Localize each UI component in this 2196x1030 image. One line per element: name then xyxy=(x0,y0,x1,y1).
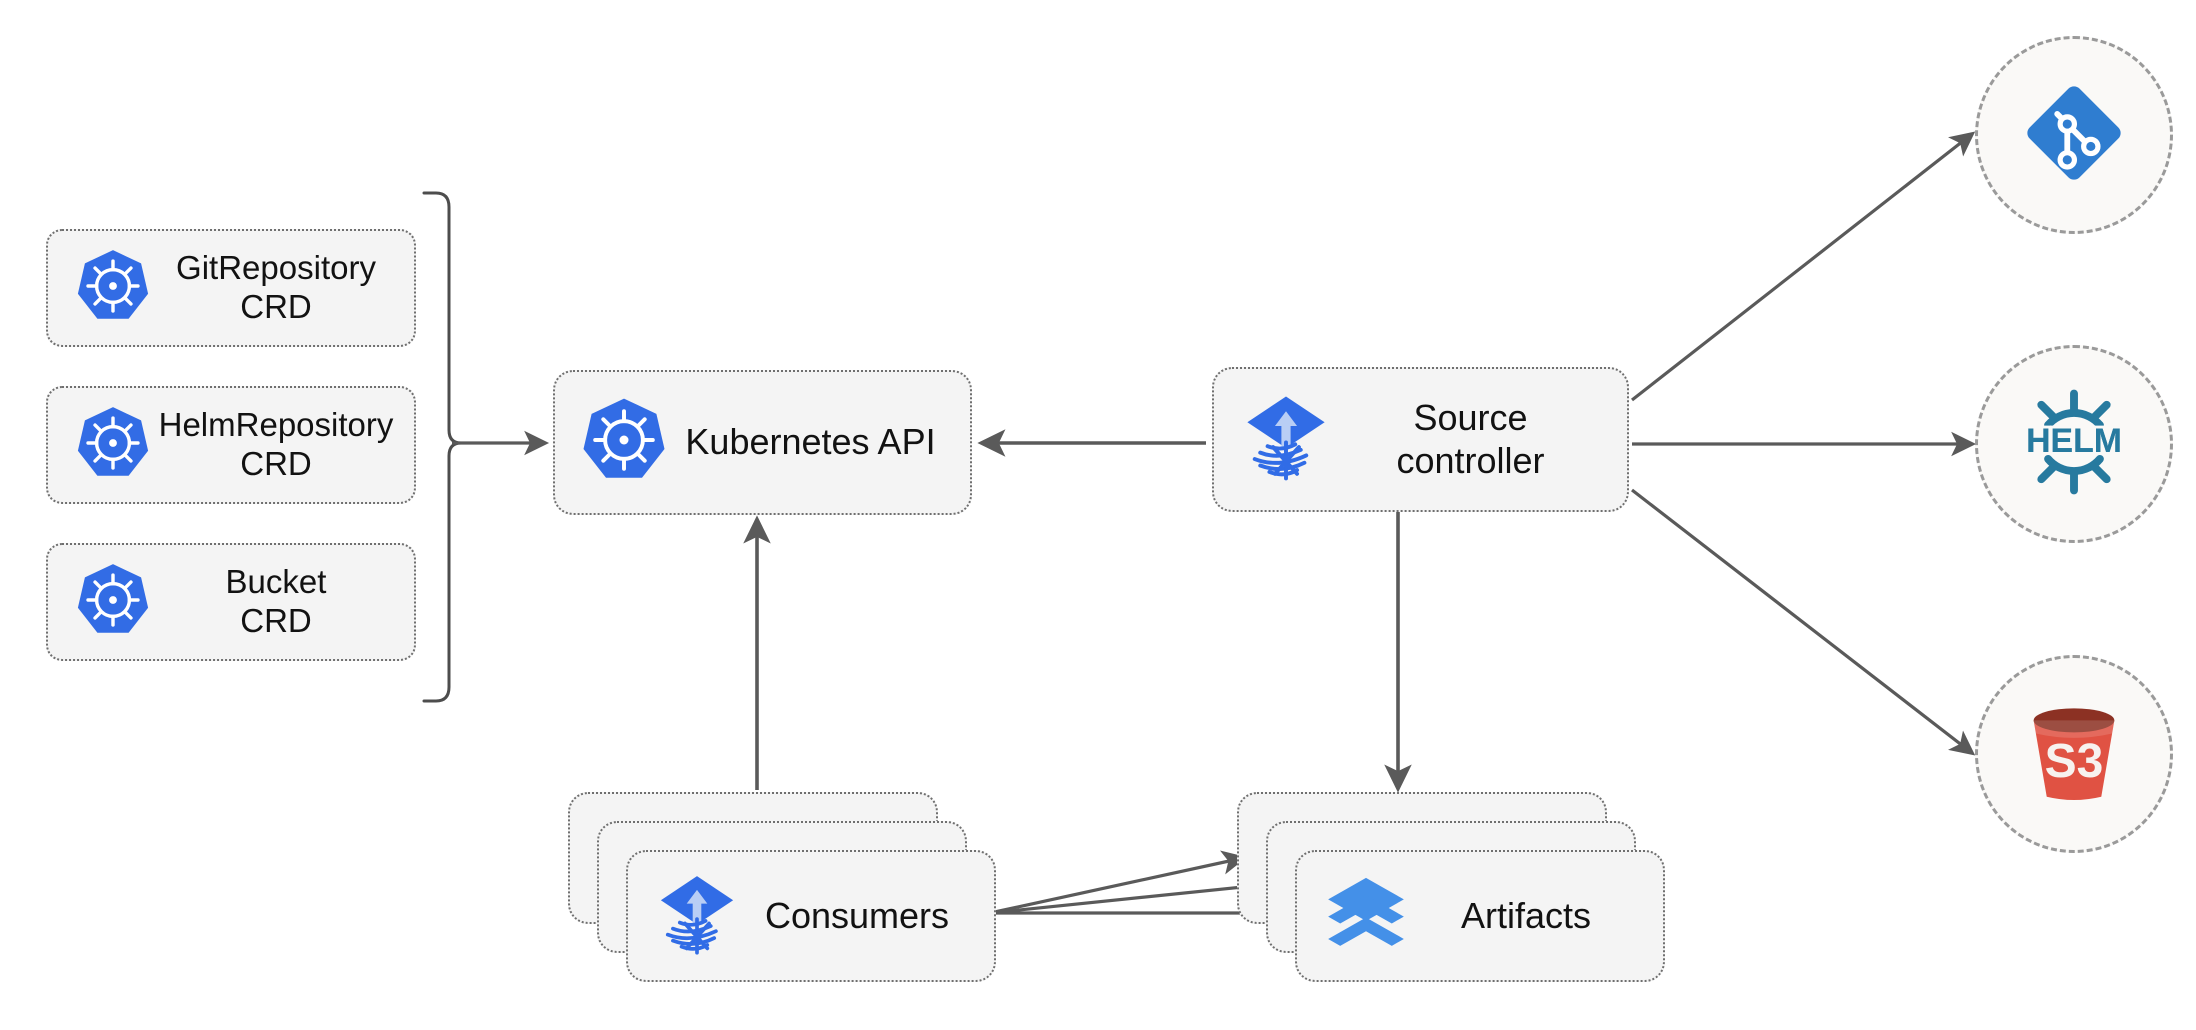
node-gitrepository-crd[interactable]: GitRepository CRD xyxy=(46,229,416,347)
node-consumers[interactable]: Consumers xyxy=(568,792,996,982)
edge-consumers-to-artifacts-top xyxy=(989,850,1247,915)
node-bucket-crd[interactable]: Bucket CRD xyxy=(46,543,416,661)
artifacts-card-front[interactable]: Artifacts xyxy=(1295,850,1665,982)
svg-text:HELM: HELM xyxy=(2026,422,2122,460)
node-label: Artifacts xyxy=(1460,895,1592,936)
kubernetes-icon xyxy=(74,247,152,330)
edge-sourcecontroller-to-git xyxy=(1631,131,1976,402)
flux-icon xyxy=(1240,391,1332,488)
kubernetes-icon xyxy=(74,404,152,487)
node-label: Source controller xyxy=(1396,397,1545,481)
kubernetes-icon xyxy=(74,561,152,644)
edge-sourcecontroller-to-s3 xyxy=(1631,488,1976,756)
node-kubernetes-api[interactable]: Kubernetes API xyxy=(553,370,972,515)
helm-icon: HELM HELM xyxy=(2012,380,2136,509)
s3-bucket-icon: S3 xyxy=(2014,692,2134,817)
node-git-source[interactable] xyxy=(1975,36,2173,234)
node-s3-source[interactable]: S3 xyxy=(1975,655,2173,853)
consumers-card-front[interactable]: Consumers xyxy=(626,850,996,982)
node-source-controller[interactable]: Source controller xyxy=(1212,367,1629,512)
node-helm-source[interactable]: HELM HELM xyxy=(1975,345,2173,543)
kubernetes-icon xyxy=(579,395,669,490)
flux-icon xyxy=(654,871,740,962)
node-label: Kubernetes API xyxy=(685,421,936,463)
node-label: Consumers xyxy=(764,895,950,936)
svg-text:HELM: HELM xyxy=(2026,422,2122,460)
edge-consumers-to-artifacts-middle xyxy=(989,873,1277,915)
layers-icon xyxy=(1323,871,1409,962)
crd-group-brace xyxy=(422,191,462,703)
git-icon xyxy=(2018,77,2130,194)
node-artifacts[interactable]: Artifacts xyxy=(1237,792,1665,982)
svg-text:S3: S3 xyxy=(2045,735,2104,788)
node-label: HelmRepository CRD xyxy=(158,406,394,482)
node-label: GitRepository CRD xyxy=(176,249,376,325)
node-label: Bucket CRD xyxy=(225,563,327,639)
node-helmrepository-crd[interactable]: HelmRepository CRD xyxy=(46,386,416,504)
